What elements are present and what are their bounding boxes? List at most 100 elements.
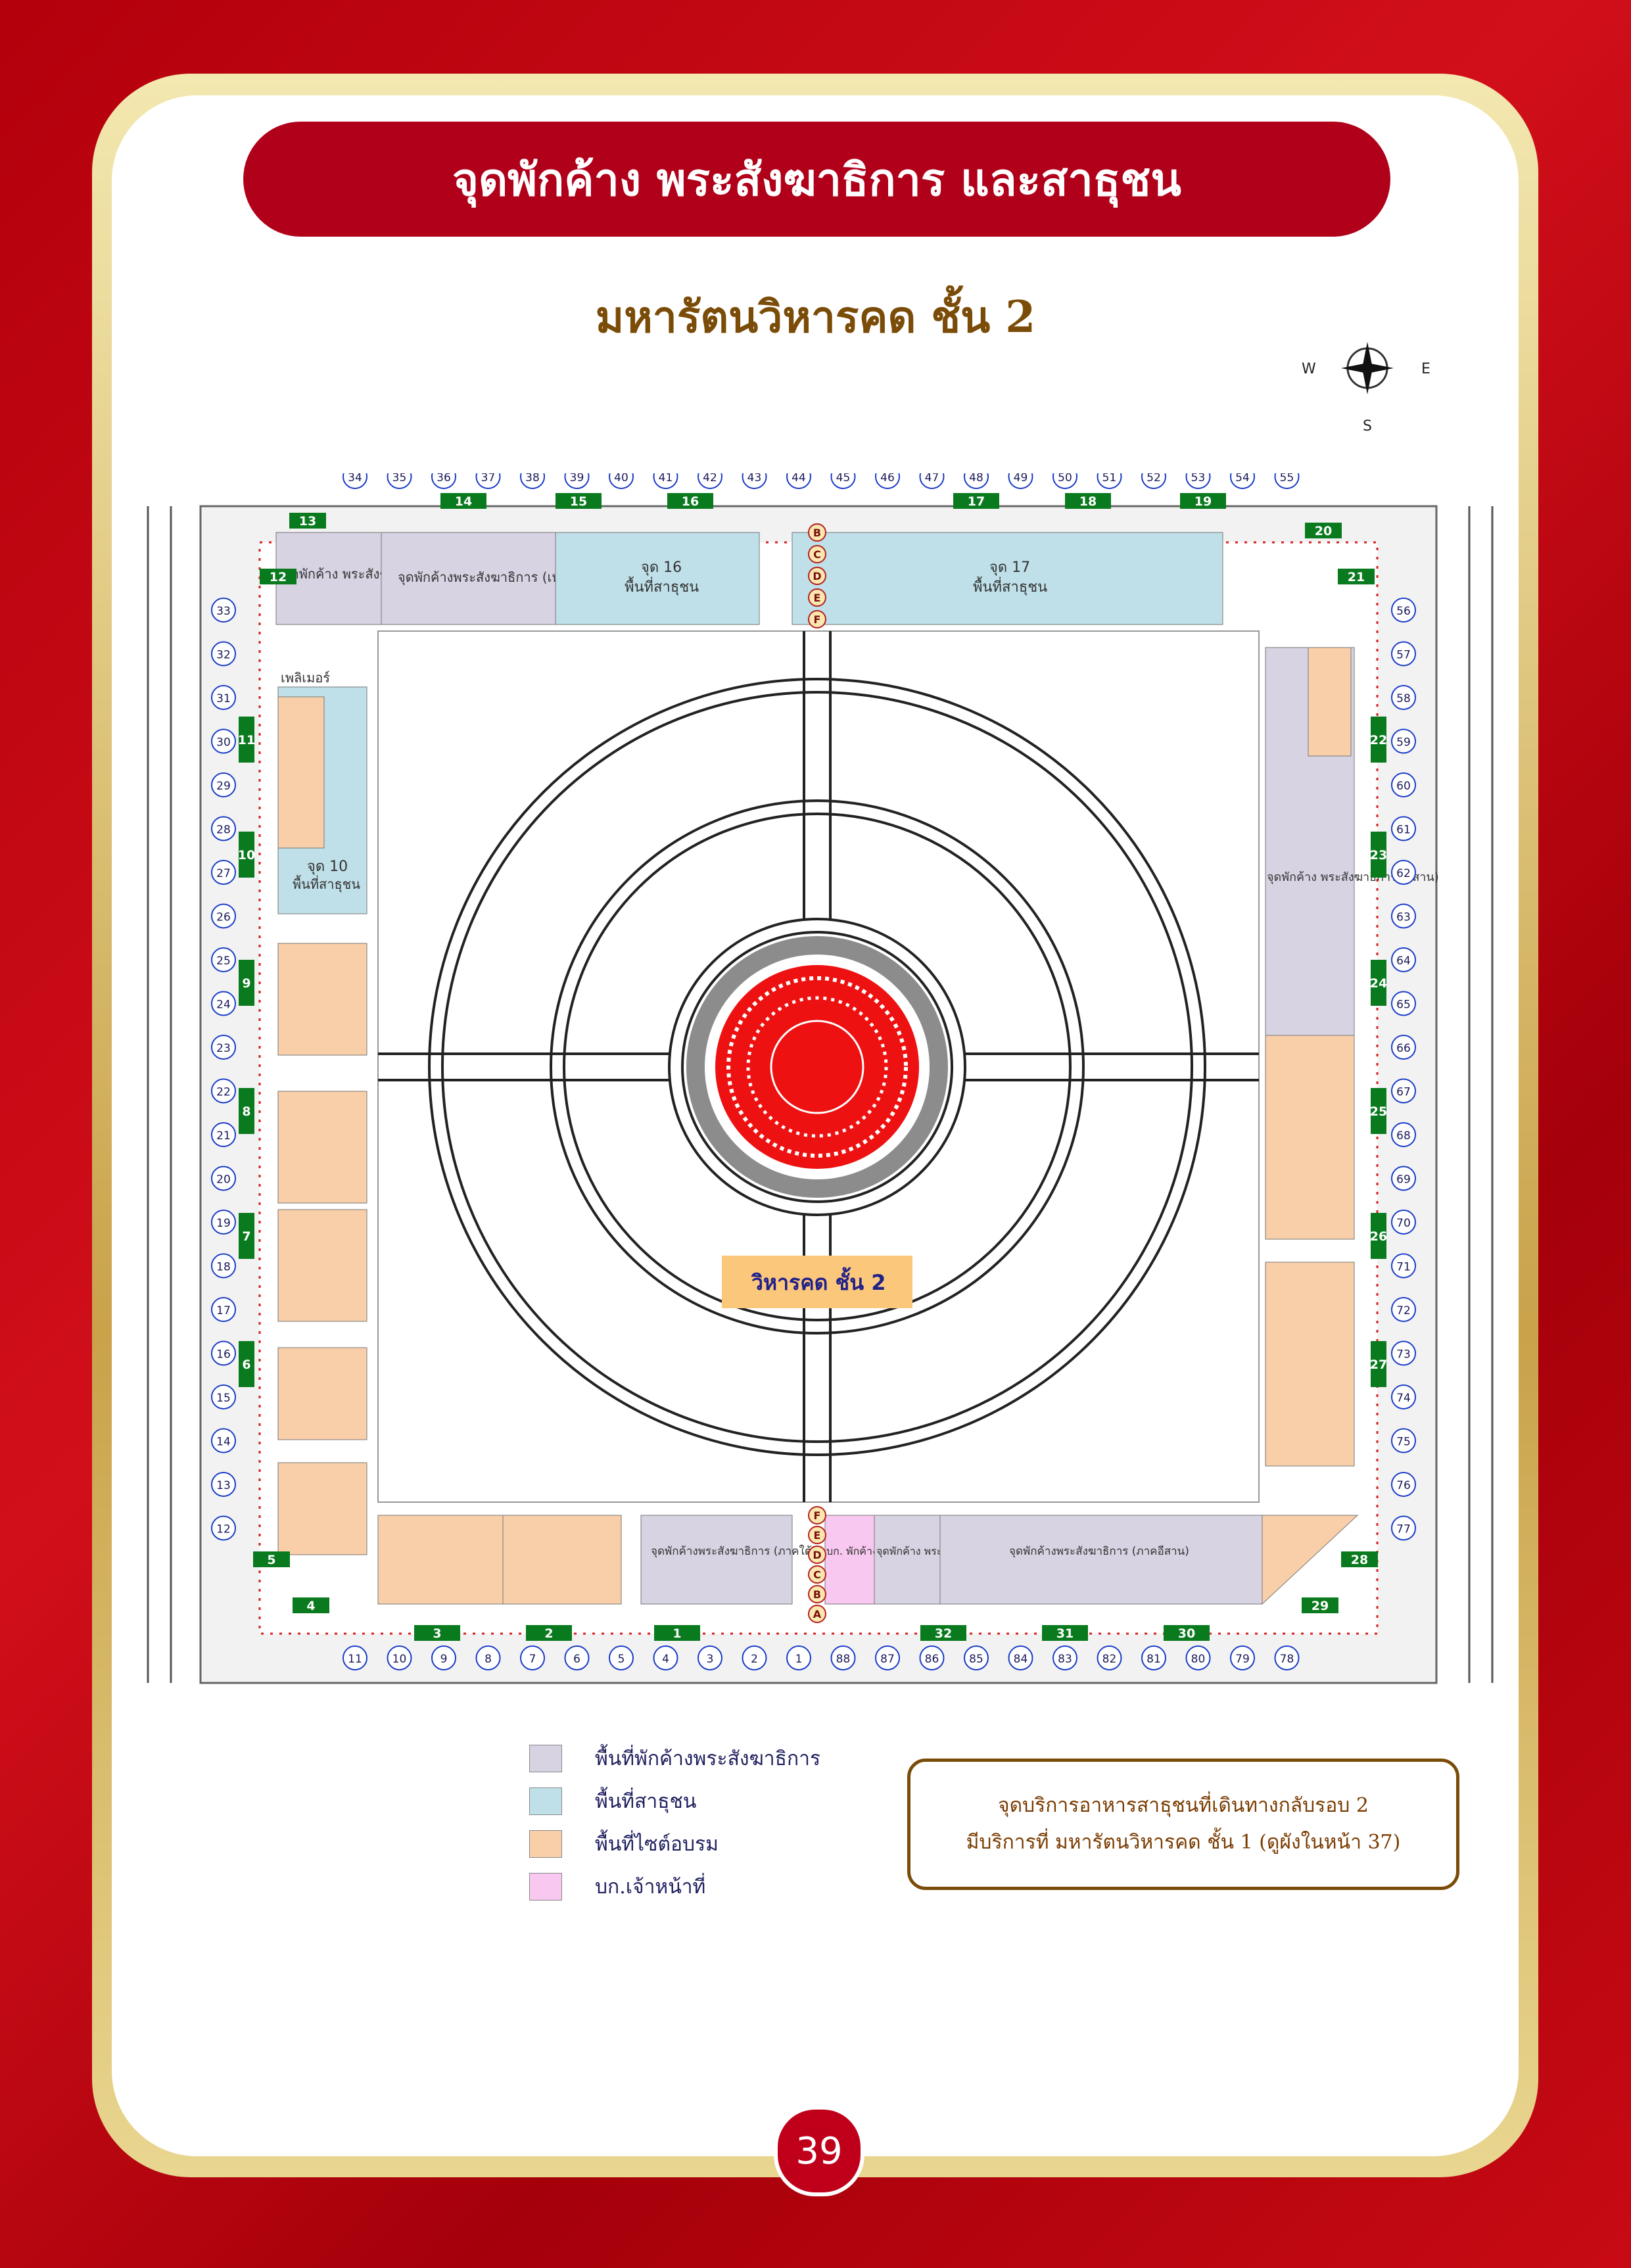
- number-marker-20-circle: [211, 1166, 236, 1191]
- number-marker-22-circle: [211, 1078, 236, 1104]
- page-title: จุดพักค้าง พระสังฆาธิการ และสาธุชน: [452, 154, 1181, 206]
- zone-north-lodging: [381, 532, 556, 625]
- number-marker-4: 4: [662, 1653, 669, 1666]
- label-west-title: เพลิเมอร์: [281, 670, 330, 686]
- floor-plan-map: จุดพักค้าง พระสังฆาธิการ (เหนือ) สำรอง จ…: [147, 473, 1494, 1684]
- number-marker-45-circle: [830, 473, 856, 489]
- number-marker-49-circle: [1008, 473, 1033, 489]
- number-marker-36: 36: [437, 473, 451, 484]
- gate-29: 29: [1312, 1599, 1329, 1613]
- gate-32-box: [920, 1625, 966, 1641]
- label-south-lodging-1: จุดพักค้างพระสังฆาธิการ (ภาคใต้): [651, 1544, 816, 1558]
- label-zone17-name: จุด 17: [989, 559, 1030, 576]
- gate-10: 10: [238, 848, 255, 862]
- legend-swatch-public: [529, 1787, 562, 1815]
- gate-letter-north-B: B: [813, 527, 821, 539]
- number-marker-59-circle: [1391, 728, 1416, 754]
- number-marker-73: 73: [1396, 1348, 1411, 1361]
- gray-ring: [686, 936, 948, 1198]
- legend: พื้นที่พักค้างพระสังฆาธิการ พื้นที่สาธุช…: [529, 1742, 858, 1913]
- number-marker-10: 10: [392, 1653, 407, 1666]
- number-marker-76-circle: [1391, 1472, 1416, 1497]
- gate-letter-south-F-circle: [808, 1506, 826, 1524]
- number-marker-61: 61: [1396, 824, 1411, 837]
- number-marker-17-circle: [211, 1297, 236, 1322]
- gate-28-box: [1341, 1551, 1378, 1567]
- number-marker-76: 76: [1396, 1479, 1411, 1492]
- number-marker-13: 13: [216, 1479, 231, 1492]
- gate-30: 30: [1178, 1626, 1195, 1641]
- gate-17: 17: [968, 494, 985, 509]
- gate-15-box: [555, 493, 602, 509]
- gate-7-box: [239, 1213, 254, 1259]
- number-marker-43-circle: [742, 473, 767, 489]
- number-marker-43: 43: [747, 473, 762, 484]
- number-marker-16: 16: [216, 1348, 231, 1361]
- number-marker-46-circle: [875, 473, 900, 489]
- number-marker-79: 79: [1235, 1653, 1250, 1666]
- west-training-1: [277, 943, 367, 1056]
- gate-30-box: [1164, 1625, 1210, 1641]
- number-marker-53: 53: [1191, 473, 1206, 484]
- number-marker-21-circle: [211, 1122, 236, 1147]
- gate-24: 24: [1370, 976, 1387, 991]
- number-marker-52-circle: [1141, 473, 1166, 489]
- page-number-badge: 39: [774, 2106, 864, 2196]
- gate-2-box: [526, 1625, 572, 1641]
- gate-22: 22: [1370, 733, 1387, 747]
- south-training-1: [377, 1515, 504, 1605]
- south-east-corner-training: [1262, 1515, 1359, 1605]
- number-marker-50: 50: [1058, 473, 1072, 484]
- gate-16: 16: [682, 494, 699, 509]
- gate-27: 27: [1370, 1358, 1387, 1372]
- outer-roads: [147, 506, 1494, 1683]
- number-marker-54: 54: [1235, 473, 1250, 484]
- number-marker-77-circle: [1391, 1515, 1416, 1541]
- gate-12-box: [260, 569, 296, 584]
- number-marker-36-circle: [431, 473, 456, 489]
- number-marker-80: 80: [1191, 1653, 1206, 1666]
- west-training-4: [277, 1347, 367, 1440]
- label-zone10-name: จุด 10: [307, 859, 348, 875]
- gate-22-box: [1371, 717, 1386, 763]
- center-label: วิหารคด ชั้น 2: [751, 1267, 886, 1295]
- gate-28: 28: [1351, 1553, 1368, 1567]
- gate-16-box: [667, 493, 713, 509]
- stupa-ring-2: [746, 996, 888, 1138]
- gate-11-box: [239, 717, 254, 763]
- number-marker-88: 88: [836, 1653, 851, 1666]
- west-training-2: [277, 1091, 367, 1204]
- number-marker-70-circle: [1391, 1210, 1416, 1235]
- compass-east: E: [1421, 361, 1430, 377]
- gate-letter-south-D: D: [813, 1549, 821, 1561]
- gate-32: 32: [935, 1626, 952, 1641]
- legend-swatch-lodging: [529, 1745, 562, 1772]
- west-training-5: [277, 1462, 367, 1555]
- compass-icon: W E S: [1302, 342, 1430, 435]
- number-marker-86: 86: [925, 1653, 939, 1666]
- gate-letter-north-E: E: [814, 592, 821, 604]
- number-marker-55: 55: [1280, 473, 1294, 484]
- number-marker-85: 85: [969, 1653, 983, 1666]
- label-zone16-area: พื้นที่สาธุชน: [625, 577, 699, 596]
- label-zone10-area: พื้นที่สาธุชน: [293, 875, 360, 893]
- stupa-core: [770, 1020, 864, 1114]
- number-marker-64: 64: [1396, 955, 1411, 968]
- legend-swatch-training: [529, 1830, 562, 1858]
- gate-19: 19: [1194, 494, 1212, 509]
- number-marker-2: 2: [751, 1653, 758, 1666]
- number-marker-1-circle: [786, 1645, 811, 1670]
- number-marker-81-circle: [1141, 1645, 1166, 1670]
- gate-27-box: [1371, 1341, 1386, 1387]
- number-marker-63-circle: [1391, 903, 1416, 929]
- number-marker-83: 83: [1058, 1653, 1072, 1666]
- number-marker-48-circle: [964, 473, 989, 489]
- gate-1: 1: [673, 1626, 681, 1641]
- number-marker-85-circle: [964, 1645, 989, 1670]
- number-marker-53-circle: [1185, 473, 1211, 489]
- number-marker-40-circle: [609, 473, 634, 489]
- label-south-lodging-3: จุดพักค้างพระสังฆาธิการ (ภาคอีสาน): [1009, 1545, 1189, 1558]
- number-marker-33-circle: [211, 598, 236, 623]
- zone-17: [792, 532, 1223, 625]
- number-marker-6: 6: [573, 1653, 580, 1666]
